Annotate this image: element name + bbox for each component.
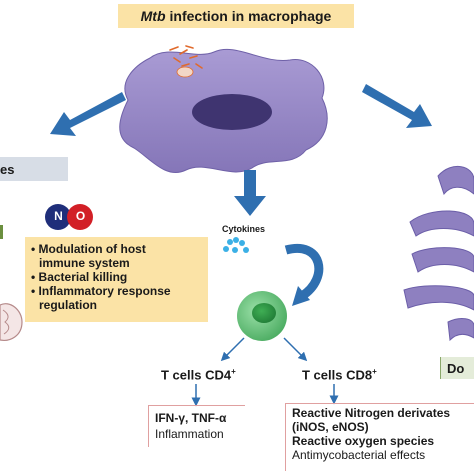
right-pathway-label: Do <box>440 357 474 379</box>
effect-line: immune system <box>39 256 130 270</box>
left-pathway-label: es <box>0 157 68 181</box>
right-pathway-label-text: Do <box>447 360 465 376</box>
oxygen-label: O <box>75 209 86 223</box>
macrophage-nucleus <box>192 94 272 130</box>
cd4-label-text: T cells CD4 <box>161 367 232 383</box>
title-rest: infection in macrophage <box>169 8 332 24</box>
cd4-line-1: IFN-γ, TNF-α <box>155 411 227 425</box>
cytokines-label: Cytokines <box>222 224 266 234</box>
cd4-effects-box: IFN-γ, TNF-α Inflammation <box>148 405 245 447</box>
arrow-down-icon <box>234 170 266 216</box>
effect-line: • Bacterial killing <box>31 270 128 284</box>
effect-line: • Inflammatory response <box>31 284 171 298</box>
cd8-sup: + <box>372 367 377 376</box>
cd8-effects-box: Reactive Nitrogen derivates (iNOS, eNOS)… <box>285 403 474 471</box>
phagosome-icon <box>176 66 194 78</box>
cd8-line-2: (iNOS, eNOS) <box>292 420 369 434</box>
nitrogen-atom <box>45 204 71 230</box>
curved-arrow-icon <box>284 243 324 300</box>
arrow-cd8-icon <box>283 337 308 362</box>
cd8-line-1: Reactive Nitrogen derivates <box>292 406 451 420</box>
cd8-line-4: Antimycobacterial effects <box>292 448 426 462</box>
left-pathway-label-text: es <box>0 161 15 177</box>
cd4-line-2: Inflammation <box>155 427 224 441</box>
effects-box: • Modulation of host immune system • Bac… <box>25 237 208 322</box>
oxygen-atom <box>67 204 93 230</box>
effect-line: • Modulation of host <box>31 242 146 256</box>
t-cell-nucleus <box>252 303 276 323</box>
diagram-title: Mtb infection in macrophage <box>118 4 354 28</box>
arrow-cd4-icon <box>220 337 245 362</box>
title-italic: Mtb <box>140 8 166 24</box>
cd8-line-3: Reactive oxygen species <box>292 434 435 448</box>
cytokines-icon <box>223 237 249 253</box>
cd4-label: T cells CD4+ <box>161 367 236 382</box>
arrow-left-icon <box>50 92 126 136</box>
cd8-label-text: T cells CD8 <box>302 367 373 383</box>
nitrogen-label: N <box>54 209 63 223</box>
arrow-right-icon <box>362 84 432 128</box>
endoplasmic-reticulum-icon <box>403 166 474 342</box>
mitochondria-icon <box>0 303 23 341</box>
bacteria-icon <box>169 45 203 69</box>
cd8-label: T cells CD8+ <box>302 367 377 382</box>
effect-line: regulation <box>39 298 98 312</box>
cd4-sup: + <box>231 367 236 376</box>
